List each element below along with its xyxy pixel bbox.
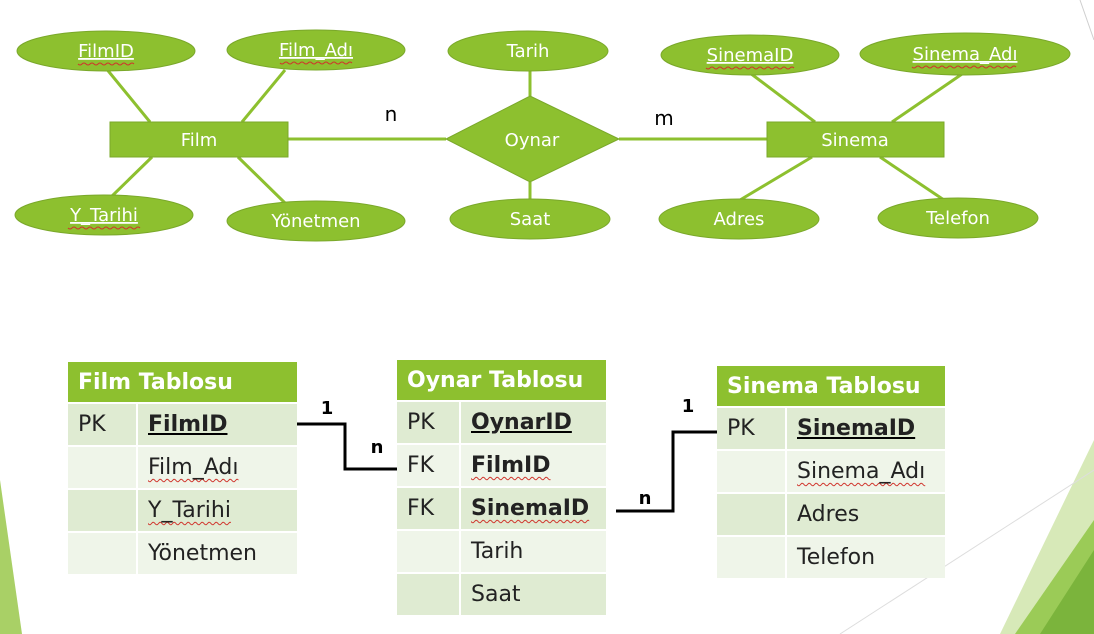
attr-adres-label: Adres [714,209,765,230]
spell-squiggle [77,62,135,66]
field-cell: Tarih [460,529,606,573]
key-cell [68,531,138,574]
table-row: Telefon [717,535,945,578]
attr-saat [449,198,611,240]
attr-film-adi [226,29,406,71]
table-row: Yönetmen [68,531,297,574]
field-cell: FilmID [137,402,297,446]
field-cell: Y_Tarihi [137,488,297,532]
attr-saat-label: Saat [510,209,551,230]
spell-squiggle [911,65,1017,69]
entity-film-label: Film [181,130,218,151]
field-cell: Yönetmen [137,531,297,574]
sinema-table-title: Sinema Tablosu [717,366,945,407]
attr-yonetmen-label: Yönetmen [270,211,360,232]
attr-filmid [16,30,196,72]
attr-filmid-label: FilmID [78,41,134,62]
key-cell: PK [717,406,787,450]
table-row: FK FilmID [397,443,606,487]
edge-filmadi-film [240,69,287,123]
edge-sinemaadi-sinema [891,70,966,124]
key-cell [397,529,461,573]
table-row: Film_Adı [68,445,297,489]
attr-sinemaid [660,34,840,76]
film-table: Film Tablosu PK FilmID Film_Adı Y_Tarihi… [68,362,297,574]
key-cell: PK [397,400,461,444]
table-row: Tarih [397,529,606,573]
oynar-table-title: Oynar Tablosu [397,360,606,401]
attr-tarih [447,30,609,72]
relationship-oynar [444,95,621,183]
attr-film-adi-label: Film_Adı [279,40,353,61]
entity-sinema [766,121,945,158]
table-row: PK FilmID [68,402,297,446]
key-cell: PK [68,402,138,446]
field-cell: Sinema_Adı [786,449,945,493]
attr-telefon [877,197,1039,239]
attr-sinema-adi [859,32,1071,76]
edge-telefon-sinema [879,155,945,202]
cardinality-m: m [654,106,673,130]
spell-squiggle [279,61,353,65]
attr-y-tarihi-label: Y_Tarihi [69,205,138,226]
edge-yonetmen-film [236,155,287,205]
edge-sinemaid-sinema [749,71,816,124]
table-row: FK SinemaID [397,486,606,530]
key-cell: FK [397,486,461,530]
edge-filmid-film [103,66,152,123]
attr-sinemaid-label: SinemaID [707,45,794,66]
field-cell: Saat [460,572,606,615]
field-cell: Film_Adı [137,445,297,489]
table-row: Saat [397,572,606,615]
field-cell: FilmID [460,443,606,487]
key-cell [717,535,787,578]
key-cell [68,488,138,532]
table-row: PK SinemaID [717,406,945,450]
attr-yonetmen [226,200,406,242]
table-row: Y_Tarihi [68,488,297,532]
field-cell: Telefon [786,535,945,578]
key-cell [717,449,787,493]
field-cell: Adres [786,492,945,536]
table-row: PK OynarID [397,400,606,444]
table-row: Sinema_Adı [717,449,945,493]
attr-telefon-label: Telefon [925,208,990,229]
field-cell: SinemaID [460,486,606,530]
key-cell: FK [397,443,461,487]
relationship-oynar-label: Oynar [505,130,560,151]
field-cell: OynarID [460,400,606,444]
key-cell [717,492,787,536]
oynar-table: Oynar Tablosu PK OynarID FK FilmID FK Si… [397,360,606,615]
entity-film [109,121,289,158]
key-cell [397,572,461,615]
cardinality-n: n [385,102,398,126]
key-cell [68,445,138,489]
edge-ytarihi-film [108,155,154,200]
attr-y-tarihi [14,194,194,236]
attr-sinema-adi-label: Sinema_Adı [913,44,1018,65]
entity-sinema-label: Sinema [821,130,888,151]
attr-adres [658,198,820,240]
table-row: Adres [717,492,945,536]
field-cell: SinemaID [786,406,945,450]
sinema-table: Sinema Tablosu PK SinemaID Sinema_Adı Ad… [717,366,945,578]
attr-tarih-label: Tarih [506,41,550,62]
edge-adres-sinema [739,155,813,202]
film-table-title: Film Tablosu [68,362,297,403]
spell-squiggle [705,66,795,70]
spell-squiggle [67,226,141,230]
